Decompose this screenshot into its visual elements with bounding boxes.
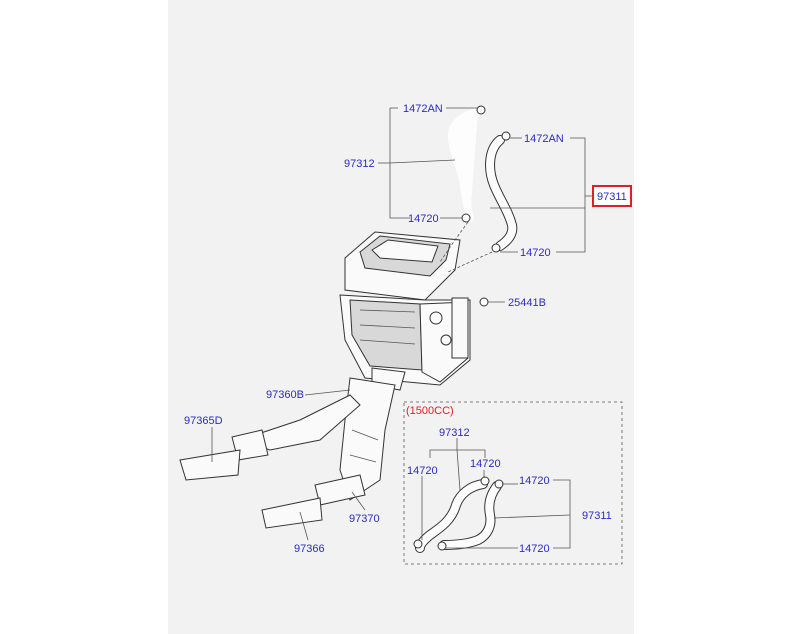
variant-label-14720-left[interactable]: 14720: [407, 465, 438, 477]
label-1472an-right[interactable]: 1472AN: [524, 133, 564, 145]
highlight-box[interactable]: [592, 185, 632, 207]
label-97311-highlight[interactable]: 97311: [597, 191, 627, 203]
heater-unit: [339, 231, 471, 391]
hose-right: [485, 131, 518, 253]
variant-label-14720-right[interactable]: 14720: [519, 475, 550, 487]
variant-title: (1500CC): [406, 405, 454, 417]
variant-label-97312[interactable]: 97312: [439, 427, 470, 439]
variant-label-14720-bottom[interactable]: 14720: [519, 543, 550, 555]
label-14720-left[interactable]: 14720: [408, 213, 439, 225]
label-97360b[interactable]: 97360B: [266, 389, 304, 401]
label-97366[interactable]: 97366: [294, 543, 325, 555]
variant-label-97311[interactable]: 97311: [582, 510, 612, 522]
variant-label-14720-top[interactable]: 14720: [470, 458, 501, 470]
label-1472an-left[interactable]: 1472AN: [403, 103, 443, 115]
label-97365d[interactable]: 97365D: [184, 415, 223, 427]
bolt-icon: [479, 297, 489, 307]
label-14720-right[interactable]: 14720: [520, 247, 551, 259]
label-97370[interactable]: 97370: [349, 513, 380, 525]
leader-lines: [211, 107, 592, 541]
label-97312[interactable]: 97312: [344, 158, 375, 170]
label-25441b[interactable]: 25441B: [508, 297, 546, 309]
hose-left: [447, 105, 486, 223]
variant-box: (1500CC) 97312 14720 14720 14720 9: [403, 401, 623, 565]
floor-ducts: [179, 377, 396, 529]
